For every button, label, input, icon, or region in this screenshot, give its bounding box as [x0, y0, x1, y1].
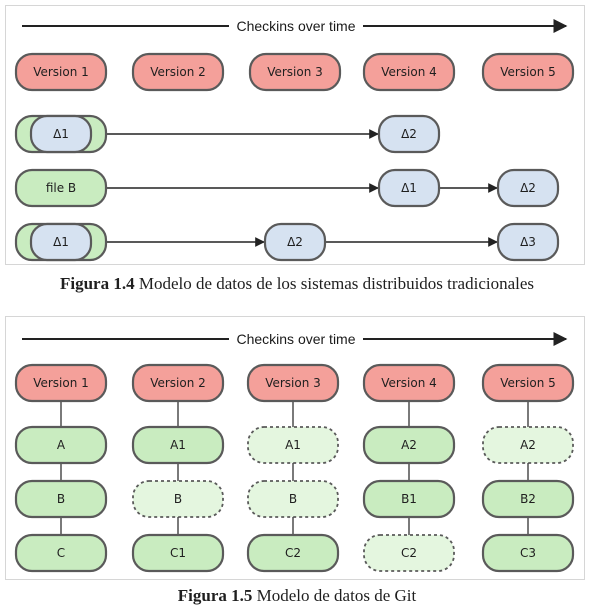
caption-number: Figura 1.5: [177, 586, 253, 605]
delta-box: Δ1: [377, 168, 441, 208]
snapshot-file-box: B2: [481, 479, 575, 519]
timeline-label: Checkins over time: [236, 331, 355, 347]
snapshot-file-box: A: [14, 425, 108, 465]
unchanged-file-box-label: B: [174, 492, 182, 506]
version-1-box: Version 1: [14, 363, 108, 403]
snapshot-file-box-label: B: [57, 492, 65, 506]
version-1-box-label: Version 1: [33, 376, 89, 390]
unchanged-file-box: A1: [247, 426, 339, 464]
snapshot-file-box: C1: [131, 533, 225, 573]
snapshot-file-box-label: B2: [520, 492, 536, 506]
version-4-box-label: Version 4: [381, 65, 437, 79]
version-4-box: Version 4: [362, 363, 456, 403]
version-2-box-label: Version 2: [150, 65, 206, 79]
version-2-box: Version 2: [131, 52, 225, 92]
delta-box: Δ3: [496, 222, 560, 262]
delta-box: Δ2: [377, 114, 441, 154]
snapshot-file-box-label: C1: [170, 546, 186, 560]
version-3-box: Version 3: [248, 52, 342, 92]
delta-box: Δ1: [29, 222, 93, 262]
snapshot-file-box-label: C2: [285, 546, 301, 560]
delta-box-label: Δ2: [520, 181, 536, 195]
version-5-box: Version 5: [481, 363, 575, 403]
delta-box: Δ1: [29, 114, 93, 154]
figure-1-5-caption: Figura 1.5 Modelo de datos de Git: [0, 586, 594, 606]
caption-text: Modelo de datos de los sistemas distribu…: [134, 274, 535, 293]
snapshot-file-box-label: C3: [520, 546, 536, 560]
unchanged-file-box-label: A1: [285, 438, 301, 452]
version-5-box: Version 5: [481, 52, 575, 92]
snapshot-file-box: C3: [481, 533, 575, 573]
delta-box-label: Δ3: [520, 235, 536, 249]
version-2-box: Version 2: [131, 363, 225, 403]
unchanged-file-box: B: [247, 480, 339, 518]
version-3-box: Version 3: [246, 363, 340, 403]
caption-number: Figura 1.4: [59, 274, 135, 293]
figure-1-4-caption: Figura 1.4 Modelo de datos de los sistem…: [0, 274, 594, 294]
version-4-box-label: Version 4: [381, 376, 437, 390]
snapshot-file-box-label: A1: [170, 438, 186, 452]
snapshot-file-box-label: C: [57, 546, 65, 560]
snapshot-file-box: B1: [362, 479, 456, 519]
version-2-box-label: Version 2: [150, 376, 206, 390]
delta-box-label: Δ1: [53, 127, 69, 141]
version-5-box-label: Version 5: [500, 65, 556, 79]
file-b-box: file B: [14, 168, 108, 208]
delta-box: Δ2: [496, 168, 560, 208]
delta-box-label: Δ1: [53, 235, 69, 249]
snapshot-file-box: C2: [246, 533, 340, 573]
file-b-box-label: file B: [46, 181, 76, 195]
version-1-box: Version 1: [14, 52, 108, 92]
snapshot-file-box-label: A: [57, 438, 66, 452]
delta-box-label: Δ2: [287, 235, 303, 249]
snapshot-file-box: A2: [362, 425, 456, 465]
snapshot-file-box-label: A2: [401, 438, 417, 452]
unchanged-file-box: B: [132, 480, 224, 518]
snapshot-file-box: B: [14, 479, 108, 519]
unchanged-file-box-label: A2: [520, 438, 536, 452]
version-4-box: Version 4: [362, 52, 456, 92]
version-3-box-label: Version 3: [265, 376, 321, 390]
unchanged-file-box-label: C2: [401, 546, 417, 560]
caption-text: Modelo de datos de Git: [252, 586, 417, 605]
delta-box: Δ2: [263, 222, 327, 262]
timeline-label: Checkins over time: [236, 18, 355, 34]
delta-box-label: Δ1: [401, 181, 417, 195]
snapshot-file-box: C: [14, 533, 108, 573]
version-1-box-label: Version 1: [33, 65, 89, 79]
snapshot-file-box-label: B1: [401, 492, 417, 506]
snapshot-file-box: A1: [131, 425, 225, 465]
unchanged-file-box-label: B: [289, 492, 297, 506]
version-3-box-label: Version 3: [267, 65, 323, 79]
unchanged-file-box: C2: [363, 534, 455, 572]
delta-box-label: Δ2: [401, 127, 417, 141]
version-5-box-label: Version 5: [500, 376, 556, 390]
unchanged-file-box: A2: [482, 426, 574, 464]
